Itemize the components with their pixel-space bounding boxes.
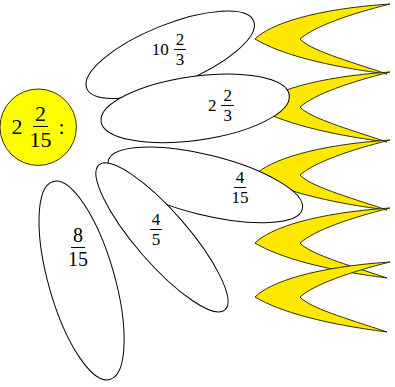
circle-outline <box>0 89 76 165</box>
petal-outline <box>22 172 142 387</box>
center-circle: 2215: <box>0 88 77 166</box>
number-text: 2215: <box>11 102 64 151</box>
fraction: 23 <box>221 87 234 126</box>
fraction: 45 <box>150 211 163 250</box>
number-text: 415 <box>227 169 252 208</box>
denominator: 3 <box>221 106 234 125</box>
petal: 815 <box>39 181 124 380</box>
node-outline <box>101 74 289 143</box>
fraction: 815 <box>66 225 90 270</box>
fraction: 215 <box>27 102 53 151</box>
denominator: 15 <box>229 188 250 207</box>
denominator: 15 <box>66 248 90 270</box>
division-sign: : <box>58 115 64 138</box>
number-text: 45 <box>148 211 165 250</box>
denominator: 3 <box>174 50 187 69</box>
crescent <box>255 262 390 332</box>
number-text: 223 <box>208 87 236 126</box>
numerator: 8 <box>71 225 85 248</box>
whole-number: 2 <box>11 115 22 138</box>
fraction: 415 <box>229 169 250 208</box>
petal-outline <box>96 63 293 153</box>
fraction: 23 <box>174 31 187 70</box>
denominator: 5 <box>150 230 163 249</box>
numerator: 4 <box>150 211 163 231</box>
numerator: 2 <box>221 87 234 107</box>
denominator: 15 <box>27 127 53 151</box>
node-outline <box>39 181 124 380</box>
numerator: 4 <box>234 169 247 189</box>
whole-number: 10 <box>152 41 169 59</box>
whole-number: 2 <box>208 97 217 115</box>
numerator: 2 <box>174 31 187 51</box>
number-text: 10 23 <box>152 31 189 70</box>
numerator: 2 <box>33 102 48 127</box>
petal: 223 <box>101 74 289 143</box>
crescent <box>255 4 390 74</box>
number-text: 815 <box>64 225 92 270</box>
